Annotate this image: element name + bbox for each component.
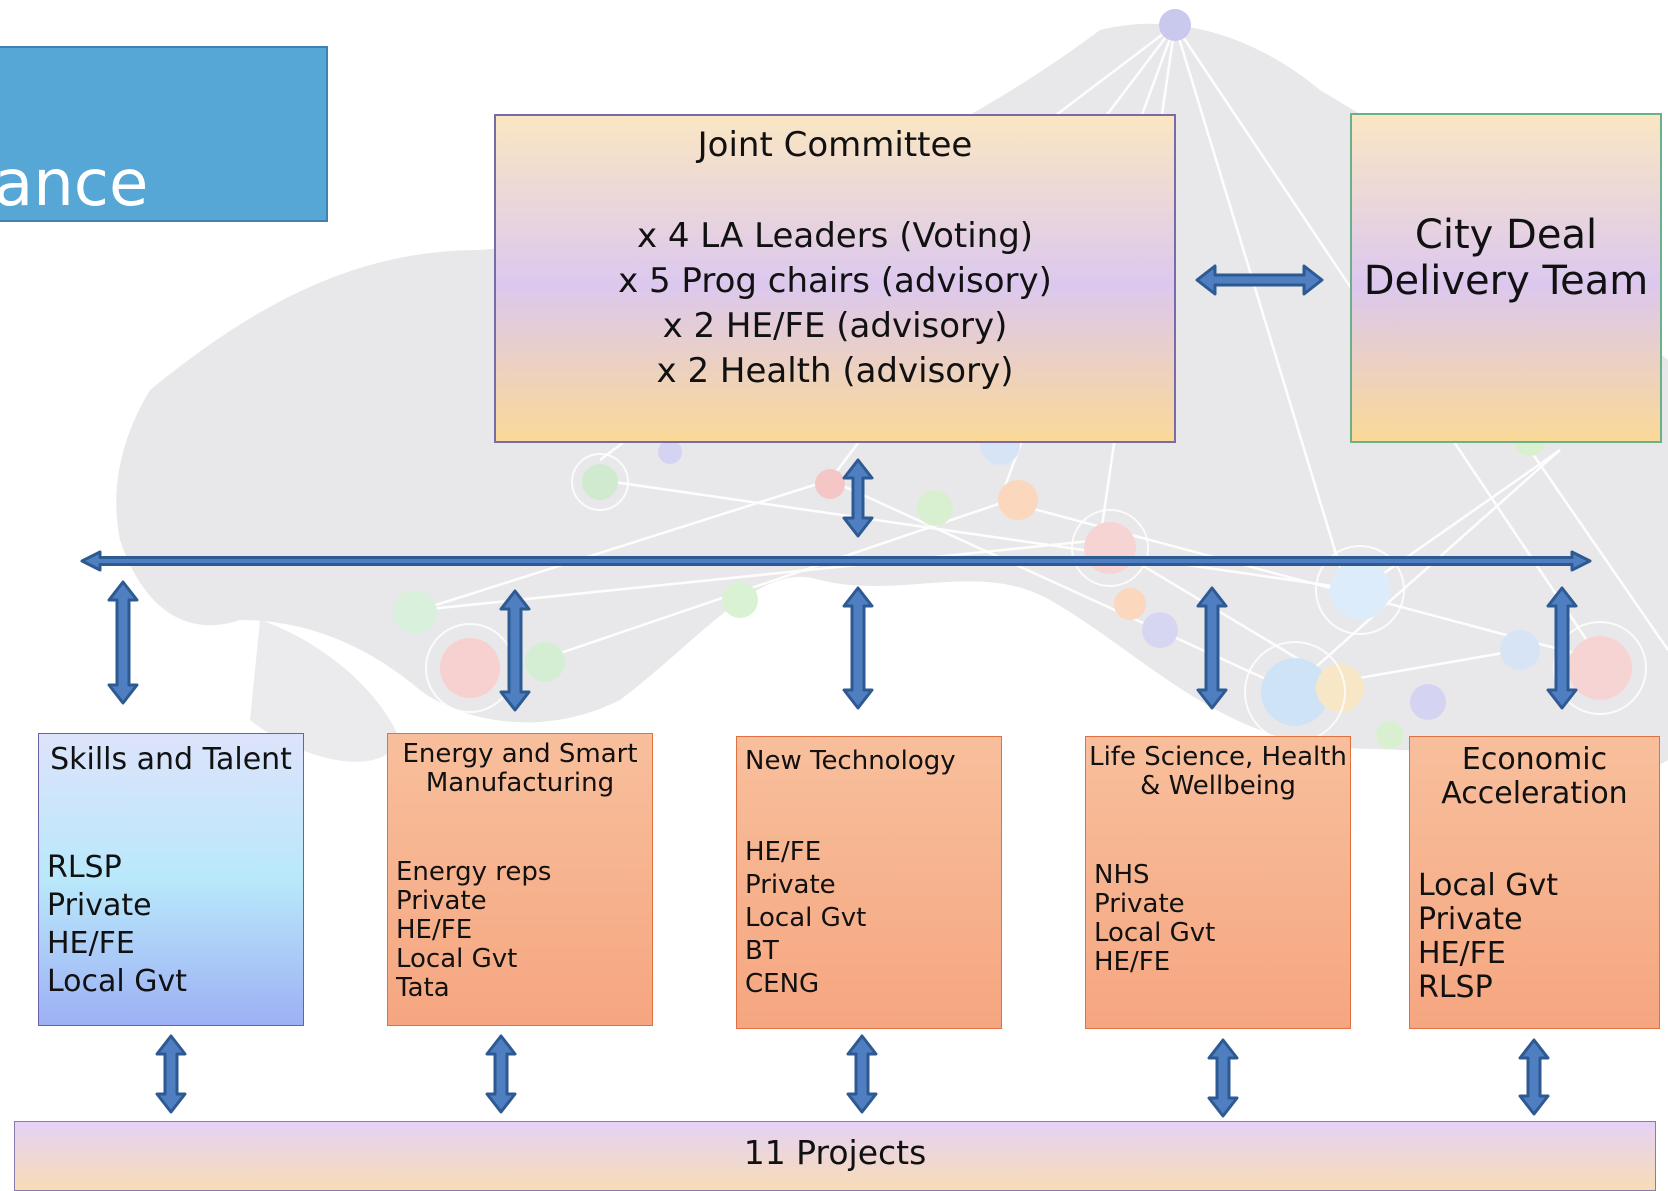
- programme-members: NHS Private Local Gvt HE/FE: [1094, 861, 1215, 977]
- page-title-tab: ance: [0, 46, 328, 222]
- programme-box-life-science: Life Science, Health & Wellbeing NHS Pri…: [1085, 736, 1351, 1029]
- programme-member: Local Gvt: [47, 964, 188, 999]
- programme-member: HE/FE: [47, 926, 135, 961]
- programme-projects-arrow-5: [1518, 1038, 1550, 1116]
- projects-label: 11 Projects: [743, 1133, 927, 1172]
- programme-member: HE/FE: [745, 837, 822, 867]
- joint-committee-title: Joint Committee: [697, 125, 973, 165]
- programme-projects-arrow-3: [846, 1034, 878, 1114]
- programme-member: Private: [1418, 902, 1523, 937]
- programme-title-line: Acceleration: [1441, 776, 1628, 811]
- connector-arrows: [80, 264, 1592, 1118]
- bus-programme-arrow-1: [107, 580, 139, 705]
- programme-member: Local Gvt: [745, 903, 867, 933]
- programme-projects-arrow-1: [155, 1034, 187, 1114]
- delivery-team-line: Delivery Team: [1363, 258, 1649, 304]
- programme-title-line: Manufacturing: [425, 768, 615, 798]
- committee-delivery-arrow: [1195, 264, 1324, 296]
- joint-committee-member: x 4 LA Leaders (Voting): [636, 216, 1034, 256]
- programme-box-economic-acceleration: Economic Acceleration Local Gvt Private …: [1409, 736, 1660, 1029]
- programme-title: Skills and Talent: [50, 742, 292, 777]
- programme-member: HE/FE: [1094, 947, 1171, 977]
- distribution-bar-arrow: [80, 550, 1592, 572]
- programme-member: Tata: [396, 973, 450, 1003]
- programme-box-new-technology: New Technology HE/FE Private Local Gvt B…: [736, 736, 1002, 1029]
- programme-title: Energy and Smart Manufacturing: [388, 740, 652, 798]
- joint-committee-member: x 2 HE/FE (advisory): [662, 305, 1008, 346]
- programme-member: RLSP: [1418, 970, 1493, 1005]
- programme-member: Local Gvt: [1094, 918, 1216, 948]
- delivery-team-box: City Deal Delivery Team: [1350, 113, 1662, 443]
- programme-projects-arrow-2: [485, 1034, 517, 1114]
- programme-title: Life Science, Health & Wellbeing: [1086, 743, 1350, 801]
- programme-member: Private: [1094, 889, 1185, 919]
- programme-member: Private: [745, 870, 836, 900]
- programme-title: Economic Acceleration: [1410, 743, 1659, 811]
- programme-title-line: & Wellbeing: [1140, 771, 1296, 801]
- page-title-fragment: ance: [0, 147, 149, 221]
- programme-members: Energy reps Private HE/FE Local Gvt Tata: [396, 858, 551, 1003]
- programme-member: Local Gvt: [396, 944, 518, 974]
- programme-member: Private: [396, 886, 487, 916]
- programme-member: Private: [47, 888, 152, 923]
- joint-committee-member: x 2 Health (advisory): [656, 350, 1014, 391]
- programme-box-energy-manufacturing: Energy and Smart Manufacturing Energy re…: [387, 733, 653, 1026]
- programme-member: Local Gvt: [1418, 868, 1559, 903]
- projects-bar: 11 Projects: [14, 1121, 1656, 1191]
- programme-member: Energy reps: [396, 857, 552, 887]
- bus-programme-arrow-3: [842, 586, 874, 710]
- programme-members: Local Gvt Private HE/FE RLSP: [1418, 869, 1558, 1005]
- programme-projects-arrow-4: [1207, 1038, 1239, 1118]
- joint-committee-members: x 4 LA Leaders (Voting) x 5 Prog chairs …: [496, 214, 1174, 394]
- programme-member: NHS: [1094, 860, 1150, 890]
- bus-programme-arrow-4: [1196, 586, 1228, 710]
- programme-member: HE/FE: [396, 915, 473, 945]
- programme-member: HE/FE: [1418, 936, 1506, 971]
- joint-committee-member: x 5 Prog chairs (advisory): [618, 260, 1052, 301]
- bus-programme-arrow-2: [499, 589, 531, 712]
- delivery-team-line: City Deal: [1414, 212, 1598, 258]
- programme-title-line: Life Science, Health: [1089, 742, 1347, 772]
- programme-title-line: Economic: [1461, 742, 1608, 777]
- bus-programme-arrow-5: [1546, 586, 1578, 710]
- programme-members: HE/FE Private Local Gvt BT CENG: [745, 836, 866, 1001]
- programme-member: BT: [745, 936, 779, 966]
- joint-committee-box: Joint Committee x 4 LA Leaders (Voting) …: [494, 114, 1176, 443]
- programme-member: CENG: [745, 969, 820, 999]
- committee-bus-arrow: [842, 458, 874, 538]
- map-land-shape-2: [250, 620, 400, 762]
- programme-title-line: Energy and Smart: [402, 739, 638, 769]
- programme-members: RLSP Private HE/FE Local Gvt: [47, 849, 187, 1001]
- programme-box-skills-talent: Skills and Talent RLSP Private HE/FE Loc…: [38, 733, 304, 1026]
- programme-member: RLSP: [47, 850, 122, 885]
- programme-title: New Technology: [745, 746, 956, 776]
